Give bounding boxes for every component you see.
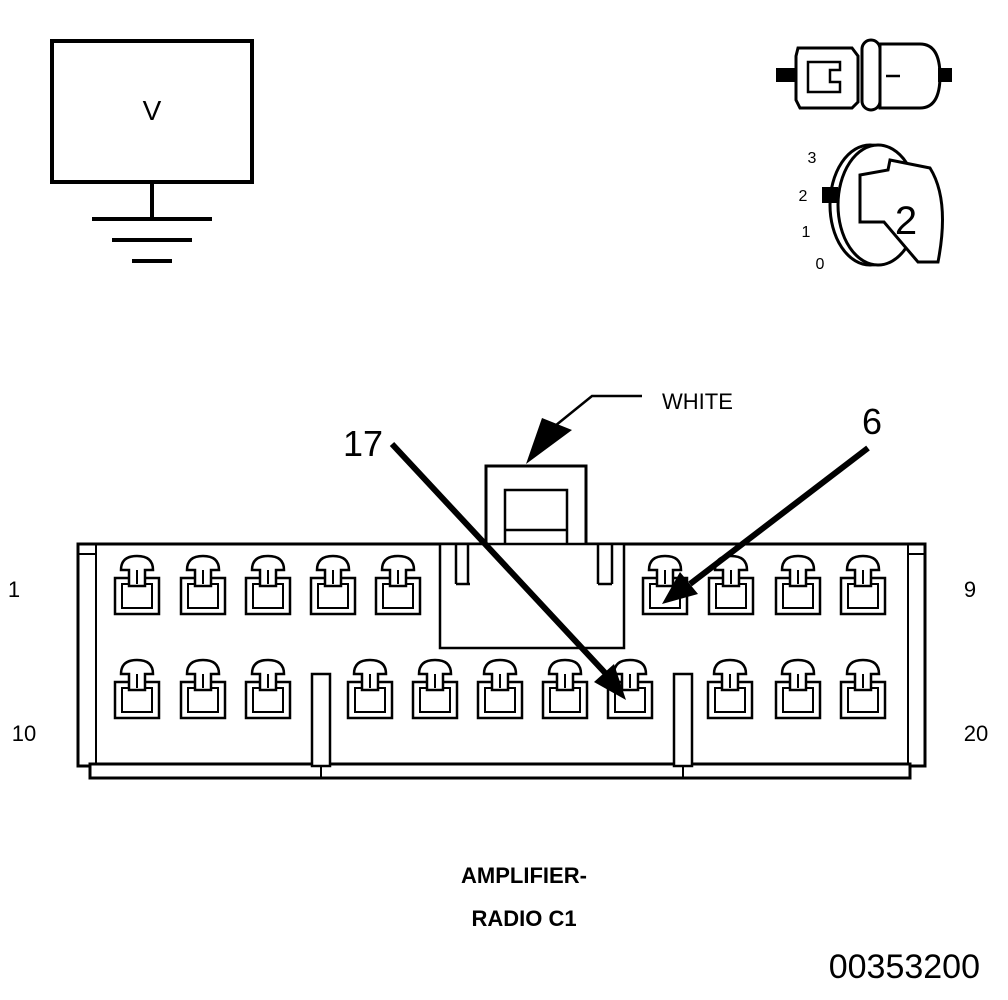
pin-label-row2-end: 20 — [964, 721, 988, 746]
terminal-pin-9 — [839, 554, 887, 616]
caption-line-2: RADIO C1 — [471, 906, 576, 931]
terminal-pin-11 — [179, 658, 227, 720]
connector-disconnect-icon — [776, 38, 952, 112]
terminal-pin-15 — [476, 658, 524, 720]
terminal-pin-1 — [113, 554, 161, 616]
voltmeter-ground-symbol: V — [50, 39, 254, 263]
terminal-pin-18 — [706, 658, 754, 720]
callout-pin-17: 17 — [343, 423, 626, 700]
ignition-key-icon: 3 2 1 0 2 — [799, 143, 944, 273]
pin-label-row1-start: 1 — [8, 577, 20, 602]
ignition-key-number: 2 — [895, 199, 917, 243]
terminal-pin-20 — [839, 658, 887, 720]
terminal-pin-3 — [244, 554, 292, 616]
ignition-position-label: 0 — [816, 256, 825, 273]
callout-pin-6-label: 6 — [862, 401, 882, 442]
callout-color-label: WHITE — [662, 389, 733, 414]
terminal-pin-7 — [707, 554, 755, 616]
ignition-position-label: 3 — [808, 150, 817, 167]
callout-pin-17-label: 17 — [343, 423, 383, 464]
terminal-row-2 — [113, 658, 887, 720]
terminal-pin-4 — [309, 554, 357, 616]
terminal-pin-2 — [179, 554, 227, 616]
terminal-pin-5 — [374, 554, 422, 616]
terminal-pin-8 — [774, 554, 822, 616]
terminal-pin-14 — [411, 658, 459, 720]
callout-white: WHITE — [526, 389, 733, 464]
connector-body — [76, 464, 927, 780]
terminal-pin-10 — [113, 658, 161, 720]
figure-id: 00353200 — [829, 948, 980, 986]
terminal-pin-16 — [541, 658, 589, 720]
ignition-position-label: 2 — [799, 188, 808, 205]
terminal-pin-19 — [774, 658, 822, 720]
terminal-pin-13 — [346, 658, 394, 720]
callout-pin-6: 6 — [662, 401, 882, 604]
pin-label-row1-end: 9 — [964, 577, 976, 602]
terminal-pin-17 — [606, 658, 654, 720]
terminal-pin-12 — [244, 658, 292, 720]
pin-label-row2-start: 10 — [12, 721, 36, 746]
voltmeter-symbol: V — [143, 95, 162, 126]
caption-line-1: AMPLIFIER- — [461, 863, 587, 888]
ignition-position-label: 1 — [802, 224, 811, 241]
terminal-row-1 — [113, 554, 887, 616]
